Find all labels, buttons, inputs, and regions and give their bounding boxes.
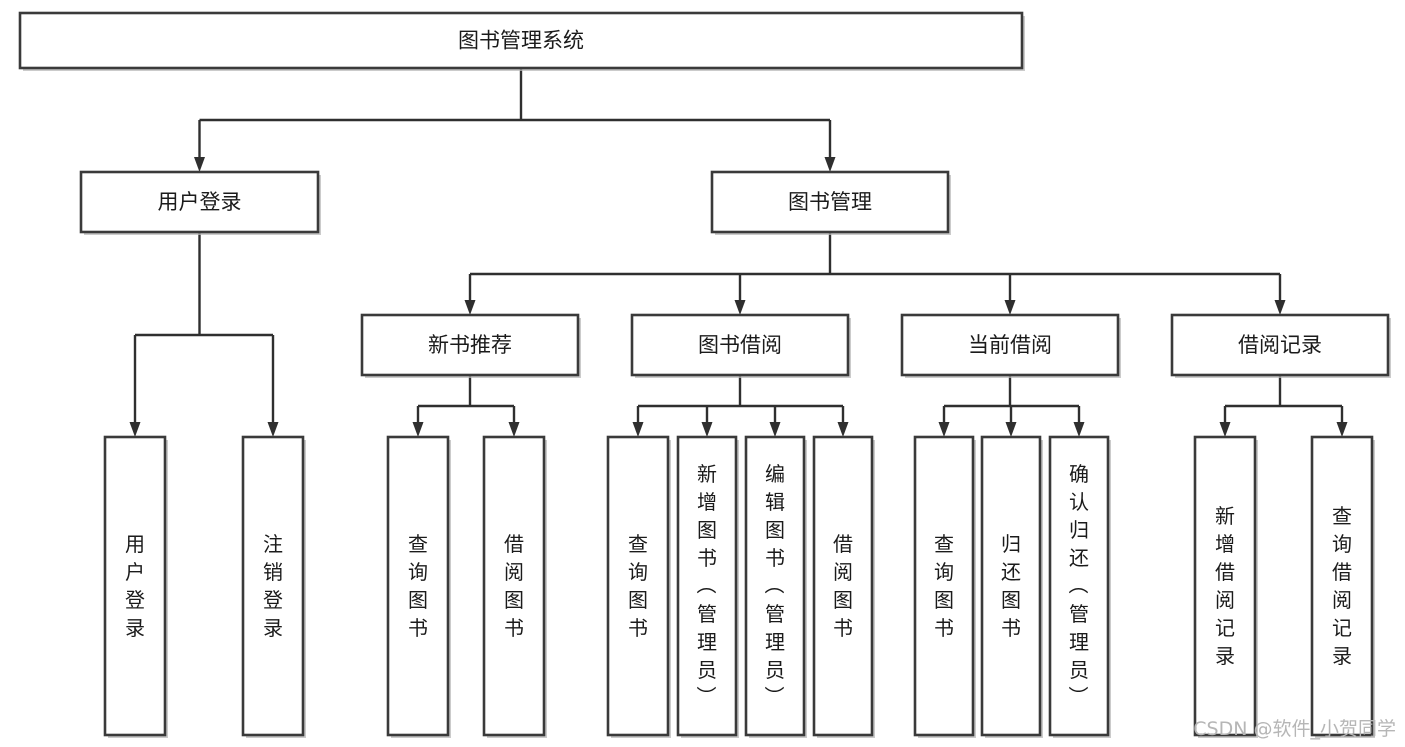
node-leaf7[interactable]: 编辑图书（管理员） xyxy=(744,435,807,738)
node-rect[interactable] xyxy=(812,435,874,737)
node-rect[interactable] xyxy=(482,435,546,737)
node-leaf3[interactable]: 查询图书 xyxy=(386,435,451,738)
node-label: 用户登录 xyxy=(125,532,145,640)
edge-arrowhead xyxy=(734,300,746,315)
node-borrow[interactable]: 图书借阅 xyxy=(630,313,851,378)
node-label: 查询借阅记录 xyxy=(1332,504,1352,668)
edge-arrowhead xyxy=(1274,300,1286,315)
edge-arrowhead xyxy=(1004,300,1016,315)
edge-arrowhead xyxy=(1005,422,1017,437)
edge-arrowhead xyxy=(938,422,950,437)
node-rect[interactable] xyxy=(1170,313,1390,377)
node-label: 新增借阅记录 xyxy=(1215,504,1235,668)
node-rect[interactable] xyxy=(1193,435,1257,737)
node-rect[interactable] xyxy=(676,435,738,737)
node-bookmgmt[interactable]: 图书管理 xyxy=(710,170,951,235)
node-label: 注销登录 xyxy=(263,532,283,640)
edge-arrowhead xyxy=(769,422,781,437)
node-leaf9[interactable]: 查询图书 xyxy=(913,435,976,738)
node-label: 当前借阅 xyxy=(968,333,1052,357)
node-rect[interactable] xyxy=(900,313,1120,377)
node-leaf8[interactable]: 借阅图书 xyxy=(812,435,875,738)
node-label: 查询图书 xyxy=(408,532,428,640)
edge-arrowhead xyxy=(837,422,849,437)
node-rect[interactable] xyxy=(606,435,670,737)
node-label: 用户登录 xyxy=(158,190,242,214)
edge-arrowhead xyxy=(464,300,476,315)
node-leaf13[interactable]: 查询借阅记录 xyxy=(1310,435,1375,738)
edge-arrowhead xyxy=(129,422,141,437)
edge-arrowhead xyxy=(267,422,279,437)
edge-arrowhead xyxy=(412,422,424,437)
node-rect[interactable] xyxy=(1310,435,1374,737)
node-leaf1[interactable]: 用户登录 xyxy=(103,435,168,738)
node-leaf5[interactable]: 查询图书 xyxy=(606,435,671,738)
node-rect[interactable] xyxy=(360,313,580,377)
node-leaf10[interactable]: 归还图书 xyxy=(980,435,1043,738)
node-label: 借阅图书 xyxy=(833,532,853,640)
node-label: 图书借阅 xyxy=(698,333,782,357)
node-label: 图书管理系统 xyxy=(458,29,584,53)
node-root[interactable]: 图书管理系统 xyxy=(18,11,1025,71)
node-rect[interactable] xyxy=(980,435,1042,737)
node-label: 新增图书（管理员） xyxy=(696,462,717,710)
node-rect[interactable] xyxy=(913,435,975,737)
edge-arrowhead xyxy=(194,157,205,172)
node-leaf12[interactable]: 新增借阅记录 xyxy=(1193,435,1258,738)
node-rect[interactable] xyxy=(103,435,167,737)
node-rect[interactable] xyxy=(710,170,950,234)
node-rect[interactable] xyxy=(386,435,450,737)
node-leaf4[interactable]: 借阅图书 xyxy=(482,435,547,738)
edge-arrowhead xyxy=(1336,422,1348,437)
node-newbook[interactable]: 新书推荐 xyxy=(360,313,581,378)
node-label: 确认归还（管理员） xyxy=(1068,462,1089,710)
edges-layer xyxy=(129,68,1348,437)
node-leaf6[interactable]: 新增图书（管理员） xyxy=(676,435,739,738)
node-rect[interactable] xyxy=(241,435,305,737)
node-current[interactable]: 当前借阅 xyxy=(900,313,1121,378)
node-label: 查询图书 xyxy=(628,532,648,640)
node-rect[interactable] xyxy=(744,435,806,737)
node-rect[interactable] xyxy=(1048,435,1110,737)
node-label: 查询图书 xyxy=(934,532,954,640)
node-records[interactable]: 借阅记录 xyxy=(1170,313,1391,378)
nodes-layer: 图书管理系统用户登录图书管理新书推荐图书借阅当前借阅借阅记录用户登录注销登录查询… xyxy=(18,11,1391,738)
edge-arrowhead xyxy=(1073,422,1085,437)
node-rect[interactable] xyxy=(79,170,320,234)
watermark-label: CSDN @软件_小贺同学 xyxy=(1193,718,1396,740)
node-label: 借阅图书 xyxy=(504,532,524,640)
node-label: 新书推荐 xyxy=(428,333,512,357)
node-label: 借阅记录 xyxy=(1238,333,1322,357)
edge-arrowhead xyxy=(1219,422,1231,437)
node-rect[interactable] xyxy=(630,313,850,377)
node-leaf11[interactable]: 确认归还（管理员） xyxy=(1048,435,1111,738)
edge-arrowhead xyxy=(701,422,713,437)
node-login[interactable]: 用户登录 xyxy=(79,170,321,235)
node-leaf2[interactable]: 注销登录 xyxy=(241,435,306,738)
edge-arrowhead xyxy=(508,422,520,437)
edge-arrowhead xyxy=(632,422,644,437)
node-label: 编辑图书（管理员） xyxy=(764,462,785,710)
node-label: 图书管理 xyxy=(788,190,872,214)
edge-arrowhead xyxy=(824,157,836,172)
node-rect[interactable] xyxy=(18,11,1024,70)
node-label: 归还图书 xyxy=(1001,532,1021,640)
